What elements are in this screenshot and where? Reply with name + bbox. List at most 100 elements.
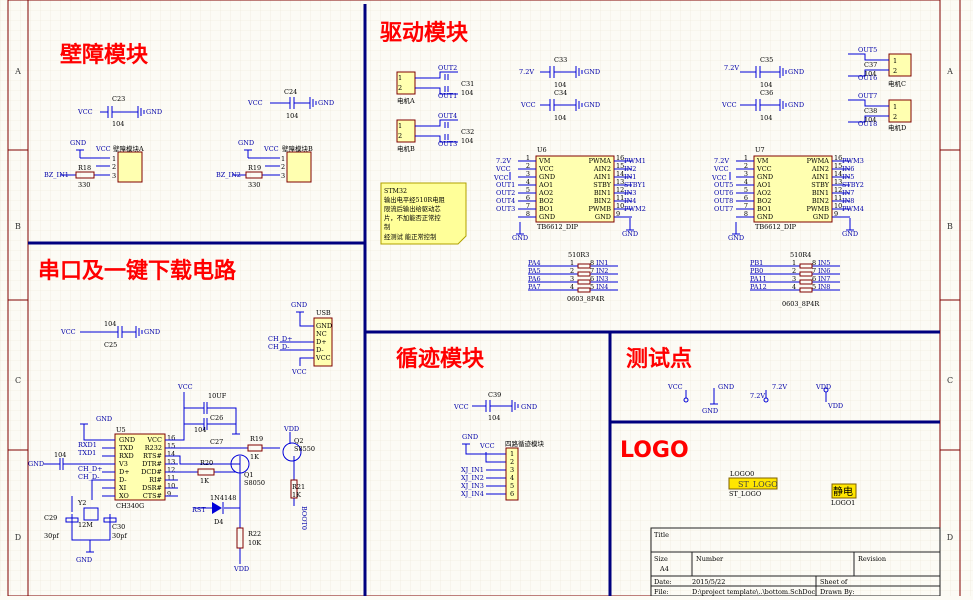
u6-pin-num-right: 10 — [616, 202, 624, 210]
r4-net-in: PB1 — [750, 259, 763, 267]
net-xj-in2: XJ_IN2 — [461, 474, 484, 482]
u5-pin-num-right: 14 — [167, 450, 175, 458]
u7-net-left: OUT6 — [714, 189, 733, 197]
note-line-4: 片，不加能否正常控 — [384, 213, 441, 222]
r3-pin-left: 1 — [570, 259, 574, 267]
c27-label: C27 — [210, 438, 223, 446]
c25-vcc: VCC — [60, 328, 76, 336]
net-bz-in1: BZ_IN1 — [44, 171, 69, 179]
motor-c-pin1: 1 — [893, 57, 897, 65]
r3-pin-right: 7 — [590, 267, 594, 275]
u7-pin-name-left: BO1 — [757, 205, 771, 213]
r4-net-in: PA12 — [750, 283, 767, 291]
u6-pin-name-right: AIN1 — [593, 173, 611, 181]
u7-pin-name-left: AO2 — [756, 189, 771, 197]
heading-drive-module: 驱动模块 — [380, 21, 469, 46]
u6-net-right: IN4 — [624, 197, 636, 205]
note-line-6: 经测试 能正常控制 — [384, 232, 436, 241]
net-ch-dplus: CH_D+ — [268, 335, 293, 343]
r4-element — [799, 279, 813, 285]
r21-value: 1K — [292, 491, 301, 499]
note-line-1: STM32 — [384, 188, 407, 195]
test-vdd-a: VDD — [815, 383, 831, 391]
c32-label: C32 — [461, 128, 474, 136]
u6-pin-num-right: 13 — [616, 178, 624, 186]
logo-section: LOGO0 ST_LOGO ST_LOGO 静电 LOGO1 — [728, 470, 857, 507]
c37-value: 104 — [864, 70, 876, 78]
usb-pin-vcc: VCC — [315, 354, 331, 362]
wall-vcc-mod-a: VCC — [95, 145, 111, 153]
u7-net-left: VCC — [713, 165, 729, 173]
y2-label: Y2 — [77, 499, 86, 507]
esd-logo-box — [831, 483, 857, 499]
u5-gnd-top: GND — [96, 415, 112, 423]
u6-pin-name-right: GND — [595, 213, 611, 221]
wall-b-pin3: 3 — [281, 172, 285, 180]
border-letter-right-a: A — [946, 67, 953, 76]
u6-net-right: IN1 — [624, 173, 636, 181]
r4-net-in: PA11 — [750, 275, 767, 283]
u7-net-right: IN8 — [842, 197, 854, 205]
net-out3: OUT3 — [438, 140, 457, 148]
u7-gnd-right: GND — [842, 230, 858, 238]
u6-net-left: OUT1 — [496, 181, 515, 189]
u7-pin-num-right: 16 — [834, 154, 842, 162]
wall-a-pin1: 1 — [112, 155, 116, 163]
u7-pin-num-right: 13 — [834, 178, 842, 186]
u5-pin-num-right: 10 — [167, 482, 175, 490]
u7-chip: TB6612_DIP — [755, 223, 797, 231]
net-xj-in4: XJ_IN4 — [461, 490, 484, 498]
r18-label: R18 — [78, 164, 91, 172]
u5-pin-name-left: D+ — [119, 468, 130, 476]
c34-value: 104 — [554, 114, 566, 122]
u6-net-right: PWM2 — [624, 205, 646, 213]
test-points: VCC GND GND 7.2V 7.2V VDD VDD — [667, 383, 843, 415]
logo0-label: LOGO0 — [730, 470, 754, 478]
u6-vcc-in: VCC — [493, 174, 509, 182]
wall-gnd-d: GND — [238, 139, 254, 147]
u6-pin-name-right: STBY — [593, 181, 611, 189]
u6-pin-name-right: AIN2 — [593, 165, 611, 173]
u6-pin-num-left: 6 — [526, 194, 530, 202]
u5-pin-name-left: GND — [119, 436, 135, 444]
u5-pin-name-right: RI# — [149, 476, 162, 484]
motor-b-pin1: 1 — [398, 122, 402, 130]
u6-pin-num-left: 8 — [526, 210, 530, 218]
r22-label: R22 — [248, 530, 261, 538]
u6-net-left: VCC — [495, 165, 511, 173]
c36-vcc: VCC — [721, 101, 737, 109]
u7-pin-name-right: AIN2 — [811, 165, 829, 173]
usb-pin-nc: NC — [316, 330, 327, 338]
net-u5-ch-dminus: CH_D- — [78, 473, 99, 481]
c25-value: 104 — [104, 320, 116, 328]
net-out7: OUT7 — [858, 92, 877, 100]
c35-value: 104 — [760, 81, 772, 89]
tb-sheet: Sheet of — [820, 578, 848, 586]
u7-vcc-in: VCC — [711, 174, 727, 182]
tb-file-value: D:\project template\..\bottom.SchDoc — [692, 588, 816, 596]
r3-net-in: PA6 — [528, 275, 541, 283]
net-ch-dminus: CH_D- — [268, 343, 289, 351]
c33-gnd: GND — [584, 68, 600, 76]
border-letter-left-a: A — [14, 67, 21, 76]
net-xj-in3: XJ_IN3 — [461, 482, 484, 490]
u7-pin-name-right: BIN2 — [812, 197, 829, 205]
q2-vdd: VDD — [283, 425, 299, 433]
c26-label: C26 — [210, 414, 223, 422]
c37-label: C37 — [864, 61, 877, 69]
u6-net-right: IN2 — [624, 165, 636, 173]
c33-value: 104 — [554, 81, 566, 89]
tb-drawn-by: Drawn By: — [820, 588, 855, 596]
u5-pin-num-right: 13 — [167, 458, 175, 466]
u7-pin-name-right: PWMA — [807, 157, 830, 165]
r4-net-out: IN7 — [818, 275, 830, 283]
u6-pin-name-left: VM — [538, 157, 551, 165]
c36-value: 104 — [760, 114, 772, 122]
c23-value: 104 — [112, 120, 124, 128]
section-dividers — [28, 4, 940, 596]
u7-pin-name-left: GND — [757, 213, 773, 221]
u7-pin-num-left: 3 — [744, 170, 748, 178]
test-gnd-a: GND — [718, 383, 734, 391]
test-gnd-b: GND — [702, 407, 718, 415]
u6-pin-name-left: GND — [539, 213, 555, 221]
